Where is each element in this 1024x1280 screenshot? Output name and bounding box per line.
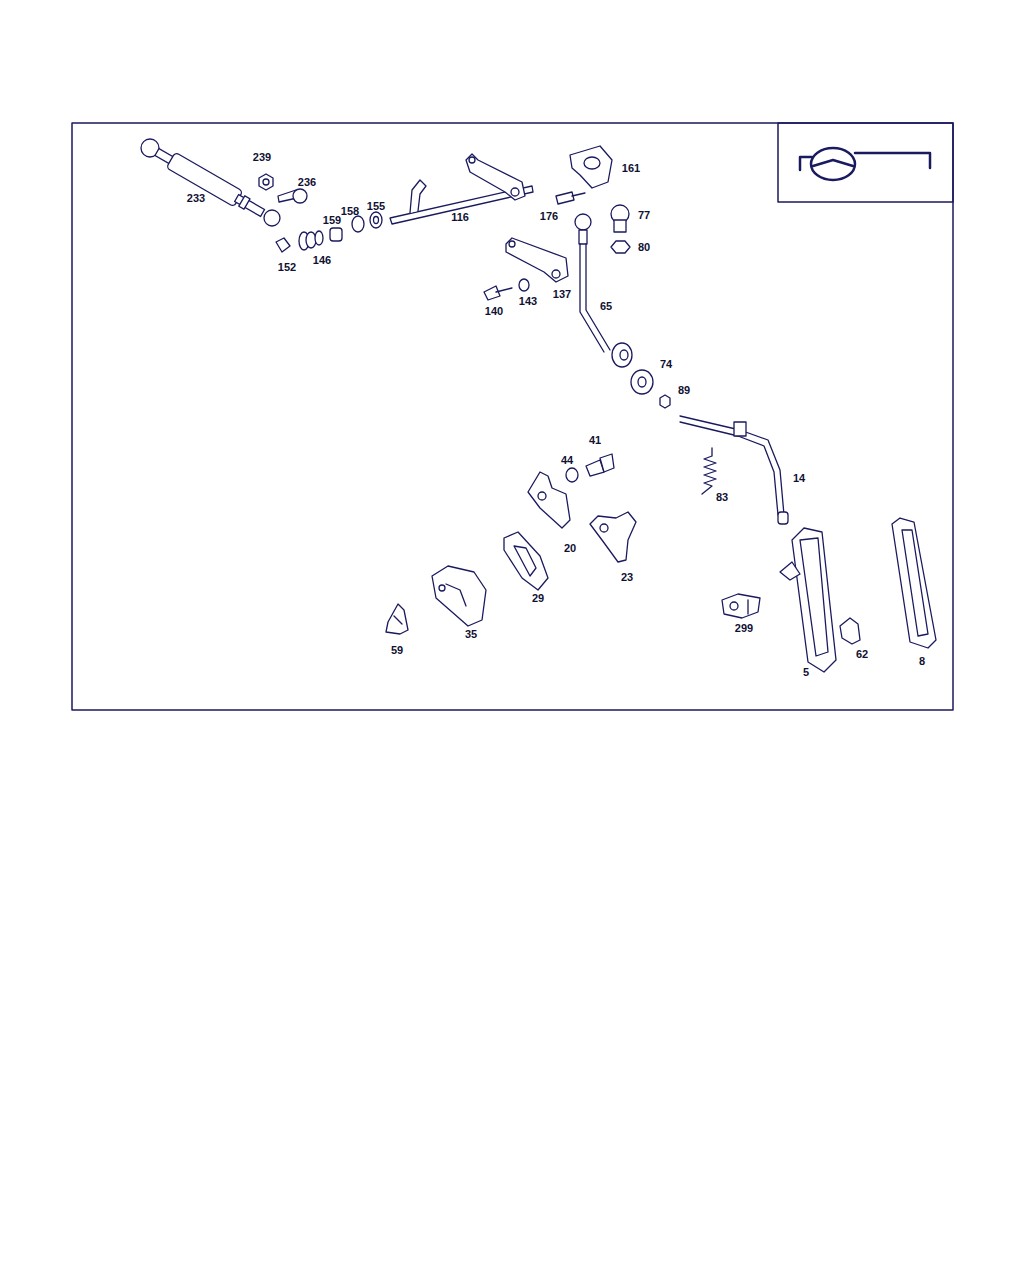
bracket-161 [556, 146, 612, 204]
callout-number: 159 [322, 214, 342, 227]
callout-number: 59 [390, 644, 404, 657]
callout-number: 152 [277, 261, 297, 274]
callout-number: 89 [677, 384, 691, 397]
bracket-23 [590, 512, 636, 562]
clip-62 [840, 618, 860, 644]
callout-number: 161 [621, 162, 641, 175]
callout-number: 146 [312, 254, 332, 267]
callout-number: 41 [588, 434, 602, 447]
callout-number: 20 [563, 542, 577, 555]
shift-shaft [390, 154, 533, 224]
callout-number: 44 [560, 454, 574, 467]
callout-number: 116 [450, 211, 470, 224]
plate-29 [504, 532, 548, 590]
pedal-5 [780, 528, 836, 672]
callout-number: 140 [484, 305, 504, 318]
callout-number: 83 [715, 491, 729, 504]
callout-number: 137 [552, 288, 572, 301]
gas-strut [141, 139, 280, 226]
part-299 [722, 594, 760, 618]
bushings-row [276, 212, 382, 252]
callout-number: 236 [297, 176, 317, 189]
steering-wheel-icon [800, 148, 930, 180]
callout-number: 233 [186, 192, 206, 205]
callout-number: 74 [659, 358, 673, 371]
pedal-pad-8 [892, 518, 936, 648]
callout-number: 158 [340, 205, 360, 218]
callout-number: 176 [539, 210, 559, 223]
callout-number: 80 [637, 241, 651, 254]
callout-number: 5 [802, 666, 810, 679]
callout-number: 77 [637, 209, 651, 222]
callout-number: 35 [464, 628, 478, 641]
spring-83 [702, 448, 716, 494]
callout-number: 14 [792, 472, 806, 485]
bracket-20 [528, 472, 570, 528]
connecting-rod-65 [575, 214, 670, 408]
callout-number: 62 [855, 648, 869, 661]
throttle-rod-14 [680, 416, 788, 524]
inset-frame [778, 123, 953, 202]
callout-number: 29 [531, 592, 545, 605]
callout-number: 143 [518, 295, 538, 308]
callout-number: 8 [918, 655, 926, 668]
clip-59 [386, 604, 408, 634]
screw-and-washer [566, 454, 614, 482]
housing-35 [432, 566, 486, 626]
frame [72, 123, 953, 710]
callout-number: 155 [366, 200, 386, 213]
callout-number: 239 [252, 151, 272, 164]
callout-number: 299 [734, 622, 754, 635]
callout-number: 23 [620, 571, 634, 584]
callout-number: 65 [599, 300, 613, 313]
ball-socket-and-nut [611, 205, 630, 253]
